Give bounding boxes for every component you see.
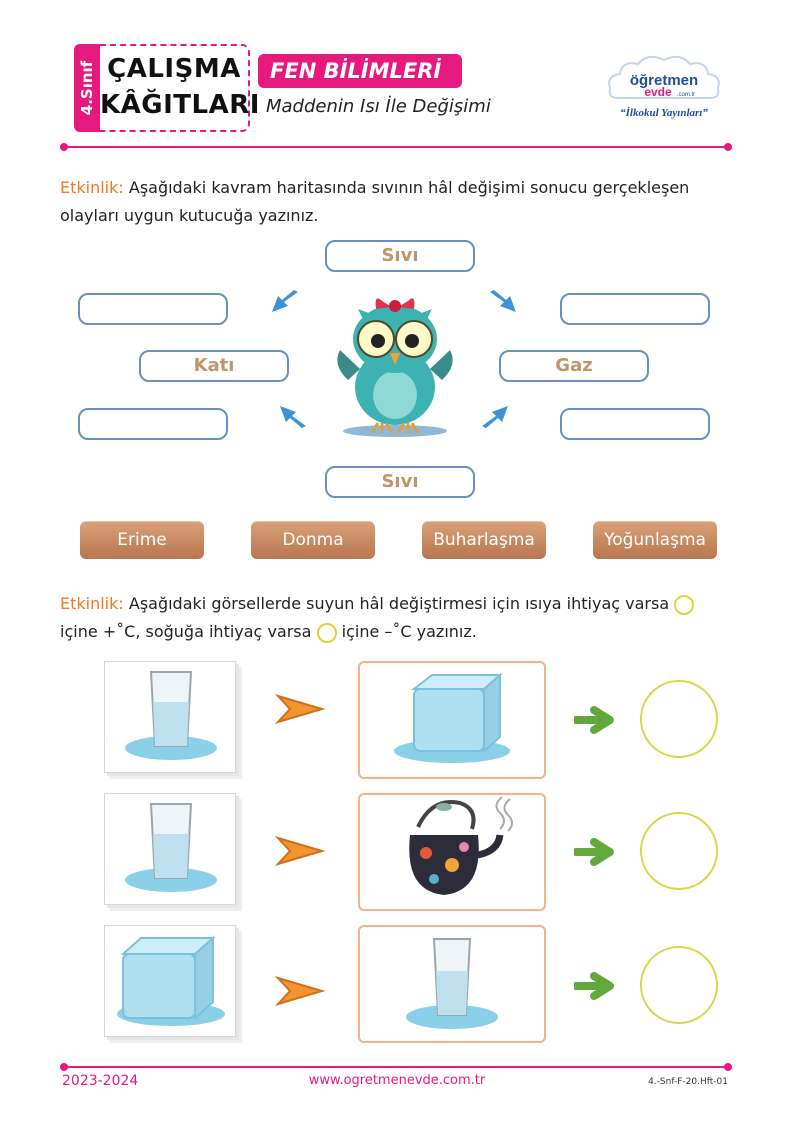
activity1-instructions: Etkinlik: Aşağıdaki kavram haritasında s… [60, 174, 740, 230]
answer-circle-3[interactable] [640, 946, 718, 1024]
footer-divider [60, 1063, 732, 1071]
image-ice-cube [104, 925, 236, 1037]
activity1-text: Aşağıdaki kavram haritasında sıvının hâl… [60, 178, 690, 225]
activity1-label: Etkinlik: [60, 178, 124, 197]
footer-code: 4.-Snf-F-20.Hft-01 [648, 1077, 728, 1087]
answer-box-top-right[interactable] [560, 293, 710, 325]
word-yogunlasma: Yoğunlaşma [593, 521, 717, 559]
owl-illustration [337, 298, 453, 437]
answer-circle-1[interactable] [640, 680, 718, 758]
answer-box-bottom-left[interactable] [78, 408, 228, 440]
answer-circle-2[interactable] [640, 812, 718, 890]
answer-box-bottom-right[interactable] [560, 408, 710, 440]
word-erime: Erime [80, 521, 204, 559]
title-line-2: KÂĞITLARI [100, 90, 260, 120]
word-buharlasma: Buharlaşma [422, 521, 546, 559]
svg-text:“İlkokul Yayınları”: “İlkokul Yayınları” [620, 107, 708, 119]
subject-title: FEN BİLİMLERİ [258, 54, 462, 88]
publisher-logo: öğretmen evde .com.tr “İlkokul Yayınları… [604, 52, 724, 122]
map-right-gas: Gaz [499, 350, 649, 382]
map-bottom-liquid: Sıvı [325, 466, 475, 498]
word-donma: Donma [251, 521, 375, 559]
green-arrow-icon [574, 838, 614, 866]
grade-tab: 4.Sınıf [74, 44, 100, 132]
image-kettle [358, 793, 546, 911]
image-water-glass [104, 661, 236, 773]
title-line-1: ÇALIŞMA [107, 54, 241, 84]
orange-arrow-icon [274, 836, 326, 866]
svg-text:evde: evde [644, 85, 672, 99]
logo-text: öğretmen [630, 72, 698, 89]
image-ice-cube [358, 661, 546, 779]
header-divider [60, 143, 732, 151]
arrow-up-left-icon [280, 406, 306, 428]
grade-label: 4.Sınıf [78, 60, 96, 116]
circle-icon [674, 594, 695, 615]
map-top-liquid: Sıvı [325, 240, 475, 272]
map-left-solid: Katı [139, 350, 289, 382]
orange-arrow-icon [274, 976, 326, 1006]
arrow-up-right-icon [482, 406, 508, 428]
arrow-down-left-icon [272, 290, 298, 312]
image-water-glass [358, 925, 546, 1043]
activity2-label: Etkinlik: [60, 594, 124, 613]
topic-title: Maddenin Isı İle Değişimi [266, 96, 491, 117]
image-water-glass [104, 793, 236, 905]
circle-icon [316, 622, 337, 643]
green-arrow-icon [574, 972, 614, 1000]
arrow-down-right-icon [490, 290, 516, 312]
activity2-instructions: Etkinlik: Aşağıdaki görsellerde suyun hâ… [60, 590, 740, 646]
svg-text:.com.tr: .com.tr [677, 92, 695, 98]
answer-box-top-left[interactable] [78, 293, 228, 325]
title-box: ÇALIŞMA KÂĞITLARI [100, 44, 260, 132]
footer-year: 2023-2024 [62, 1073, 139, 1089]
green-arrow-icon [574, 706, 614, 734]
footer-website[interactable]: www.ogretmenevde.com.tr [308, 1073, 486, 1088]
orange-arrow-icon [274, 694, 326, 724]
